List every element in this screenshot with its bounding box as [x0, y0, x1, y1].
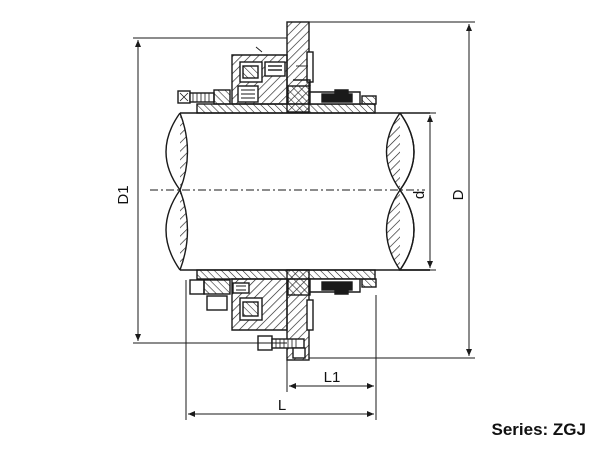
series-caption: Series: ZGJ — [491, 420, 587, 439]
shaft — [150, 112, 430, 271]
seal-lower-half — [189, 269, 377, 361]
label-L1: L1 — [324, 369, 341, 386]
seal-upper-half — [177, 21, 377, 114]
label-d: d — [411, 191, 428, 199]
label-L: L — [278, 397, 286, 414]
label-D: D — [450, 189, 467, 200]
dimension-lines — [133, 21, 475, 420]
label-D1: D1 — [115, 185, 132, 204]
